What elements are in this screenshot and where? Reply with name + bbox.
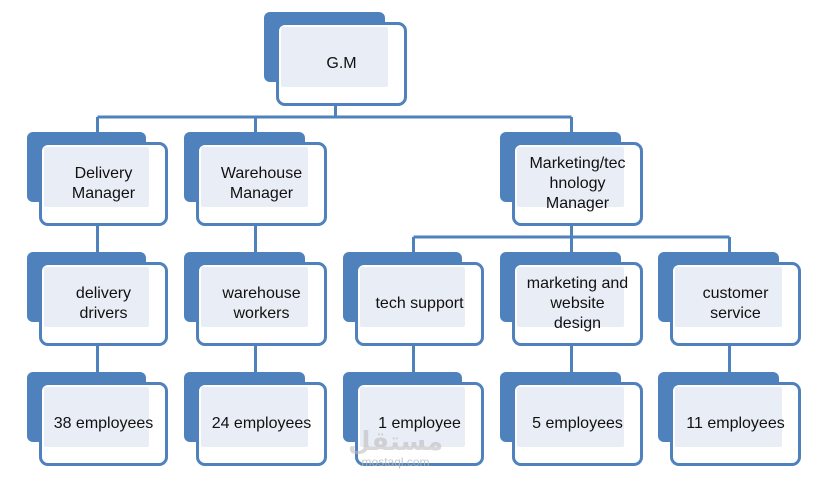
node-inner-fill [44, 387, 149, 447]
node-inner-fill [44, 147, 149, 207]
node-inner-fill [517, 147, 624, 207]
node-label: warehouse workers [222, 285, 301, 322]
node-inner-fill [675, 387, 782, 447]
node-label: 38 employees [53, 415, 154, 432]
node-box: G.M [276, 22, 407, 106]
node-inner-fill [201, 147, 308, 207]
watermark: مستقل mostaql.com [348, 428, 443, 469]
node-box: marketing and website design [512, 262, 643, 346]
node-label: 1 employee [378, 415, 461, 432]
node-inner-fill [281, 27, 388, 87]
node-box: warehouse workers [196, 262, 327, 346]
node-inner-fill [201, 267, 308, 327]
node-inner-fill [517, 267, 624, 327]
node-box: customer service [670, 262, 801, 346]
node-box: 24 employees [196, 382, 327, 466]
node-label: G.M [326, 55, 357, 72]
node-inner-fill [201, 387, 308, 447]
node-inner-fill [360, 267, 465, 327]
node-label: 24 employees [211, 415, 312, 432]
node-box: Marketing/tec hnology Manager [512, 142, 643, 226]
node-box: tech support [355, 262, 484, 346]
node-label: 11 employees [686, 415, 785, 432]
node-inner-fill [44, 267, 149, 327]
node-label: customer service [702, 285, 769, 322]
node-label: marketing and website design [526, 275, 629, 332]
node-box: Warehouse Manager [196, 142, 327, 226]
node-box: 1 employee [355, 382, 484, 466]
node-label: delivery drivers [75, 285, 132, 322]
node-label: Delivery Manager [71, 165, 136, 202]
watermark-brand: مستقل [348, 427, 444, 457]
node-box: 11 employees [670, 382, 801, 466]
node-label: Marketing/tec hnology Manager [529, 155, 626, 212]
node-inner-fill [517, 387, 624, 447]
node-box: 38 employees [39, 382, 168, 466]
node-box: Delivery Manager [39, 142, 168, 226]
node-box: delivery drivers [39, 262, 168, 346]
node-box: 5 employees [512, 382, 643, 466]
watermark-site: mostaql.com [361, 455, 430, 469]
node-inner-fill [360, 387, 465, 447]
node-label: 5 employees [532, 415, 623, 432]
node-label: tech support [375, 295, 464, 312]
node-label: Warehouse Manager [220, 165, 303, 202]
node-inner-fill [675, 267, 782, 327]
